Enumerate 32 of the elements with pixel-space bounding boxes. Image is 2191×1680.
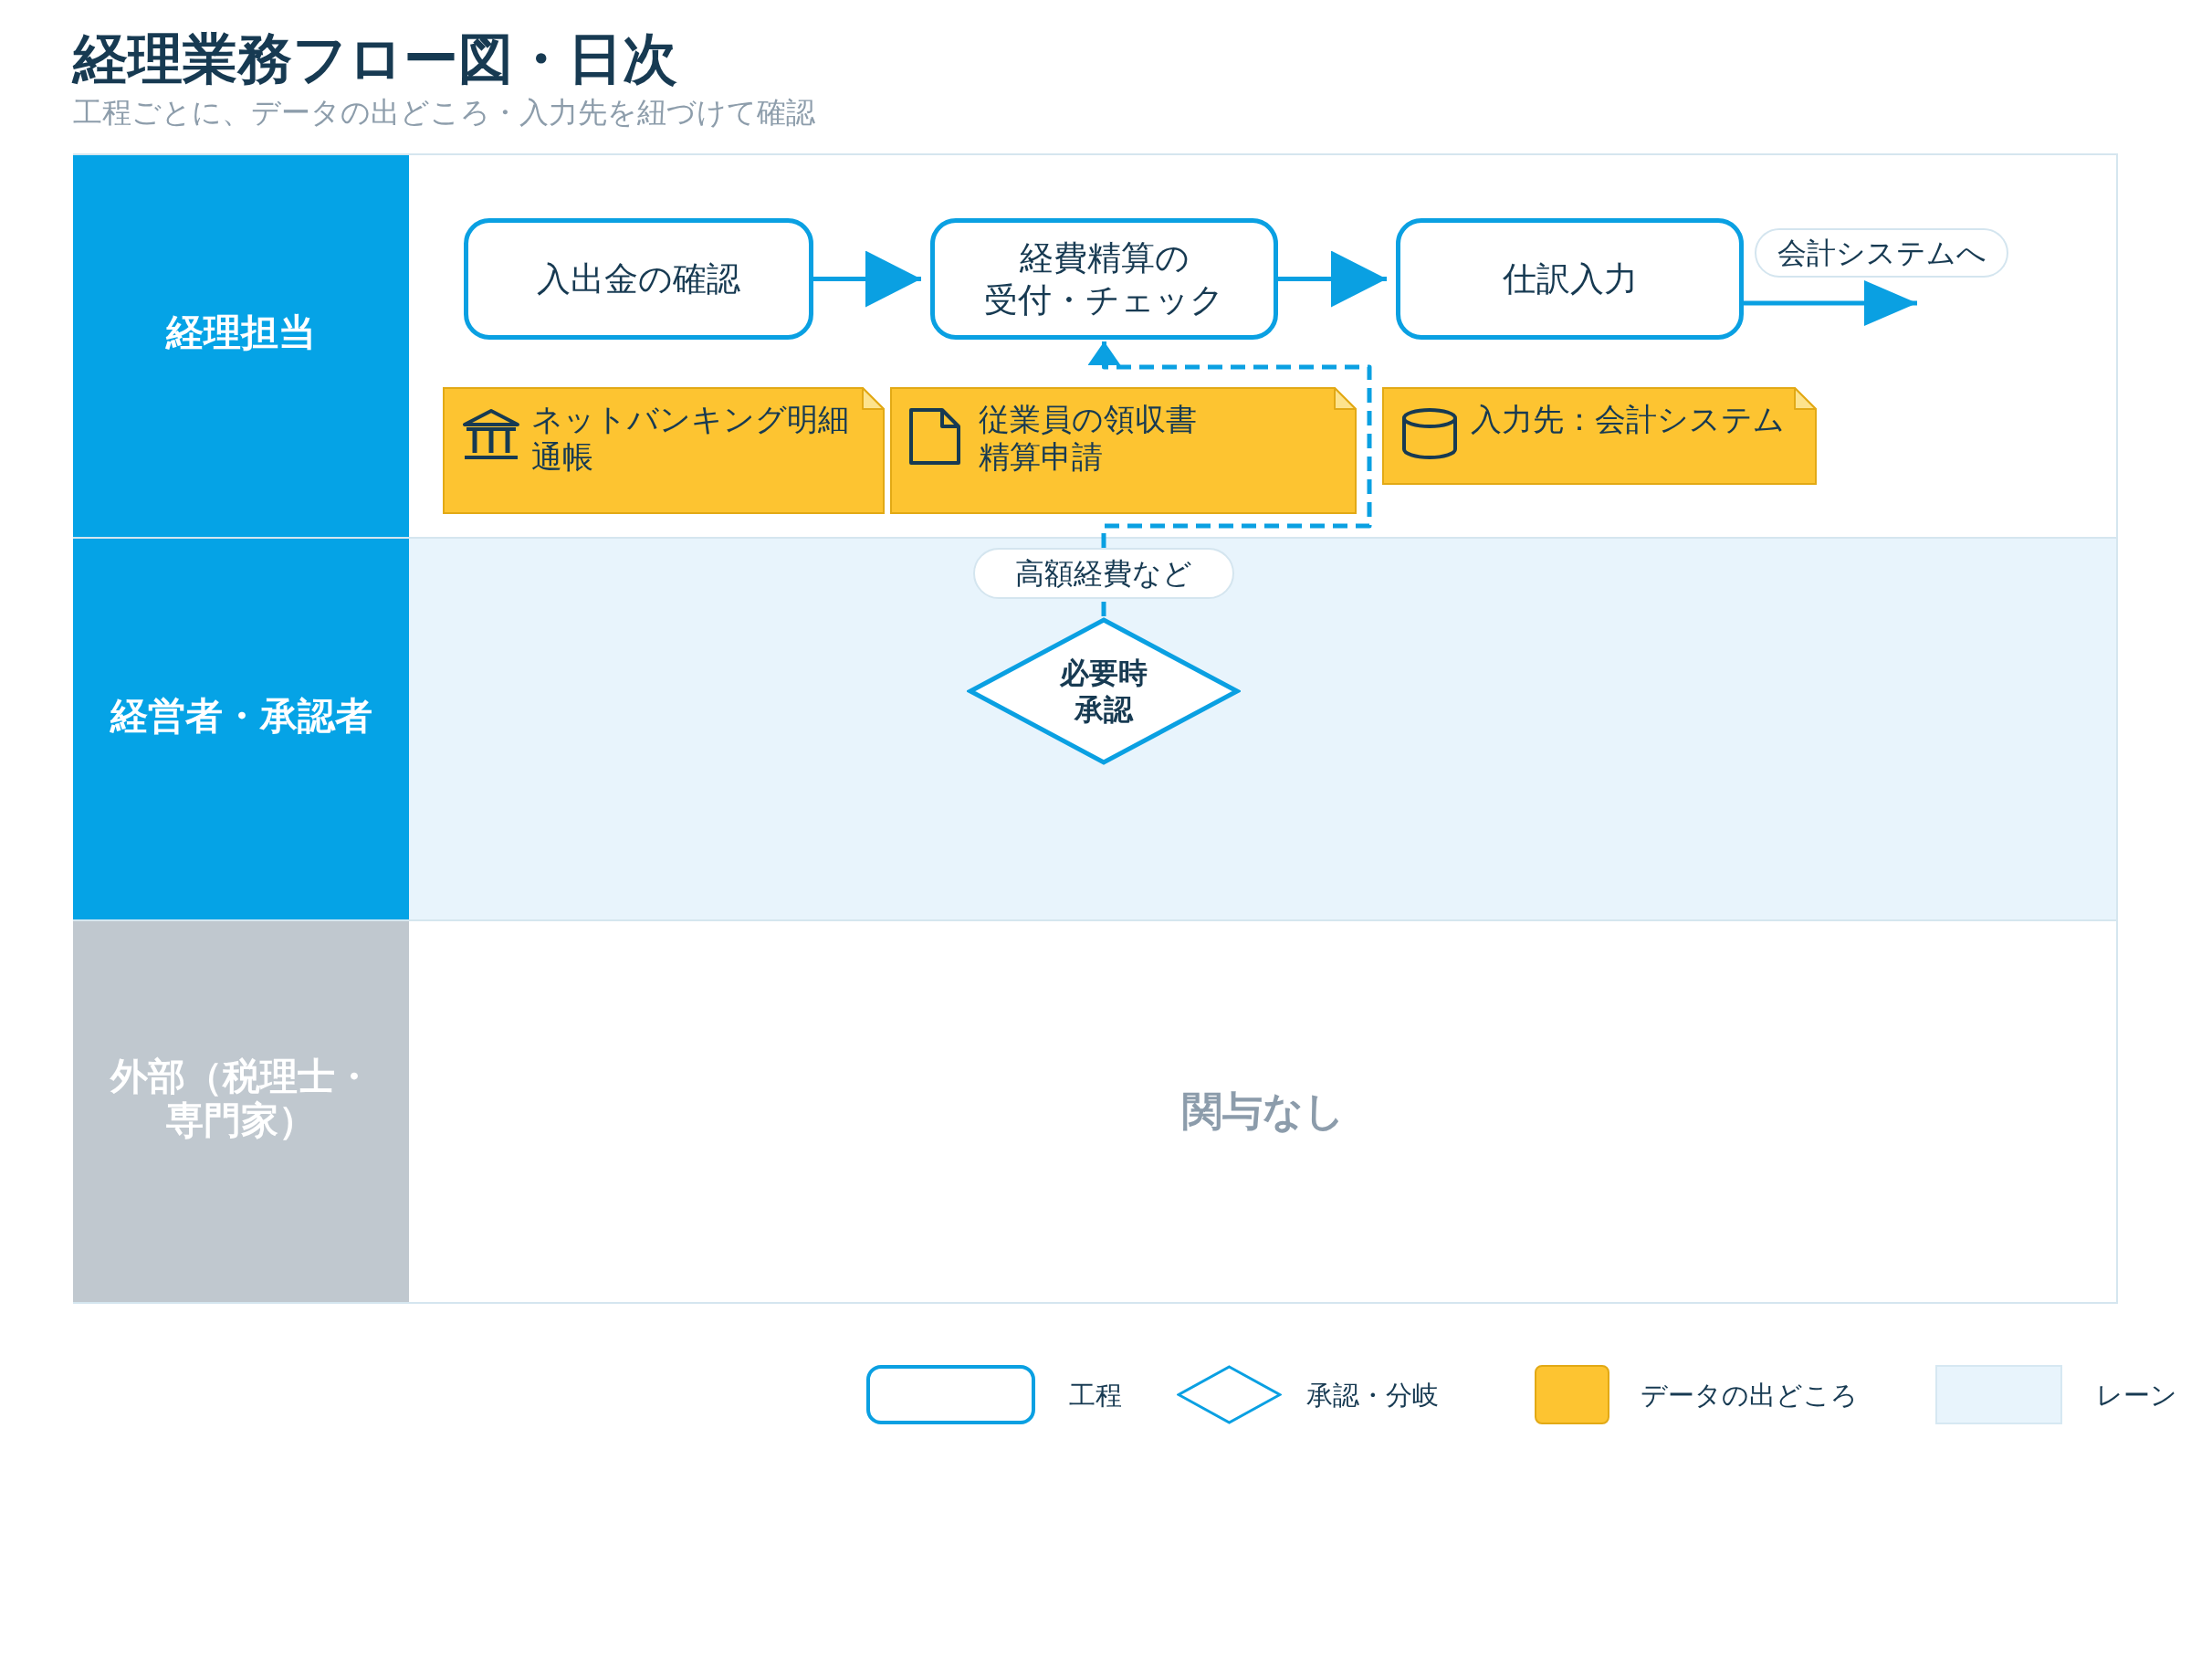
swimlane bbox=[73, 153, 2118, 539]
process-box: 入出金の確認 bbox=[464, 218, 813, 340]
process-box: 仕訳入力 bbox=[1396, 218, 1744, 340]
note-card bbox=[443, 387, 885, 514]
legend-label: データの出どころ bbox=[1641, 1379, 1858, 1412]
legend-label: 工程 bbox=[1069, 1379, 1122, 1412]
process-box: 経費精算の受付・チェック bbox=[930, 218, 1278, 340]
lane-header: 外部（税理士・専門家） bbox=[73, 921, 409, 1302]
lane-header: 経理担当 bbox=[73, 155, 409, 537]
source-text: ネットバンキング明細 bbox=[531, 401, 849, 438]
lane-header: 経営者・承認者 bbox=[73, 539, 409, 919]
legend-label: 承認・分岐 bbox=[1306, 1379, 1439, 1412]
source-text: 入力先：会計システム bbox=[1471, 401, 1785, 438]
swimlane bbox=[73, 537, 2118, 921]
dashed-arrow bbox=[1087, 341, 1372, 616]
arrow bbox=[813, 250, 921, 308]
decision-text: 必要時承認 bbox=[1059, 656, 1148, 728]
legend-label: レーン bbox=[2096, 1379, 2177, 1412]
subtitle: 工程ごとに、データの出どころ・入力先を紐づけて確認 bbox=[73, 95, 815, 131]
source-text: 精算申請 bbox=[979, 438, 1103, 476]
edge-label: 高額経費など bbox=[973, 548, 1234, 599]
arrow bbox=[1278, 250, 1387, 308]
status-text: 関与なし bbox=[1182, 1087, 1345, 1135]
swimlane bbox=[73, 919, 2118, 1304]
title: 経理業務フロー図・日次 bbox=[73, 27, 677, 91]
source-text: 通帳 bbox=[531, 438, 593, 476]
edge-label: 会計システムへ bbox=[1755, 228, 2008, 278]
arrow bbox=[1744, 280, 1917, 326]
decision-diamond bbox=[967, 616, 1241, 766]
source-text: 従業員の領収書 bbox=[979, 401, 1197, 438]
note-card bbox=[1382, 387, 1817, 485]
note-card bbox=[890, 387, 1357, 514]
